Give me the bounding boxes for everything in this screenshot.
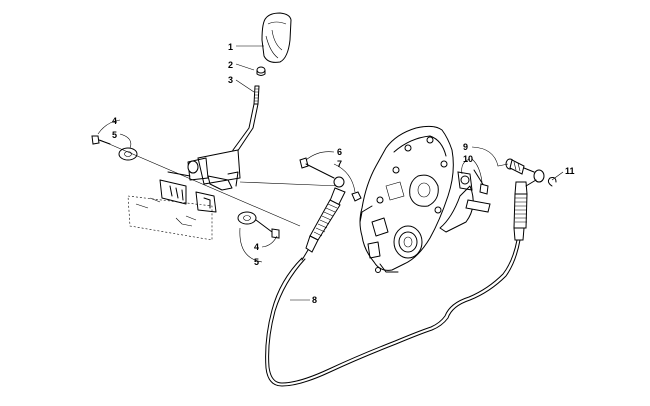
- bolt-cable-mount: [299, 157, 335, 179]
- shift-cable-right-end: [513, 169, 545, 241]
- callout-2: 2: [228, 60, 233, 70]
- transmission-housing: [359, 125, 454, 273]
- callout-4-lower: 4: [254, 242, 259, 252]
- leader-lines: [97, 45, 564, 301]
- callout-6: 6: [337, 147, 342, 157]
- shift-nut: [256, 66, 266, 76]
- callout-4-upper: 4: [112, 116, 117, 126]
- bolt-upper-left: [91, 135, 111, 145]
- shift-knob: [261, 12, 292, 63]
- callout-1: 1: [228, 42, 233, 52]
- frame-bracket: [127, 171, 217, 241]
- callout-3: 3: [228, 75, 233, 85]
- shift-cable-left-end: [301, 176, 346, 261]
- shift-cable: [265, 239, 521, 387]
- bushing-lower: [237, 211, 257, 225]
- callout-11: 11: [565, 166, 575, 176]
- shift-bracket: [439, 171, 491, 233]
- callout-8: 8: [312, 295, 317, 305]
- bushing-upper-left: [118, 147, 138, 161]
- nut-cable-mount: [351, 191, 362, 202]
- callout-9: 9: [463, 142, 468, 152]
- retaining-clip: [547, 177, 557, 187]
- callout-5-upper: 5: [112, 130, 117, 140]
- callout-7: 7: [337, 159, 342, 169]
- bolt-lower: [255, 219, 280, 239]
- shift-lever: [187, 85, 260, 191]
- callout-numbers: 1 2 3 4 5 4 5 6 7 8 9 10 11: [112, 42, 575, 305]
- callout-5-lower: 5: [254, 257, 259, 267]
- bolt-bracket: [473, 169, 489, 195]
- callout-10: 10: [463, 154, 473, 164]
- rod-end: [505, 158, 535, 175]
